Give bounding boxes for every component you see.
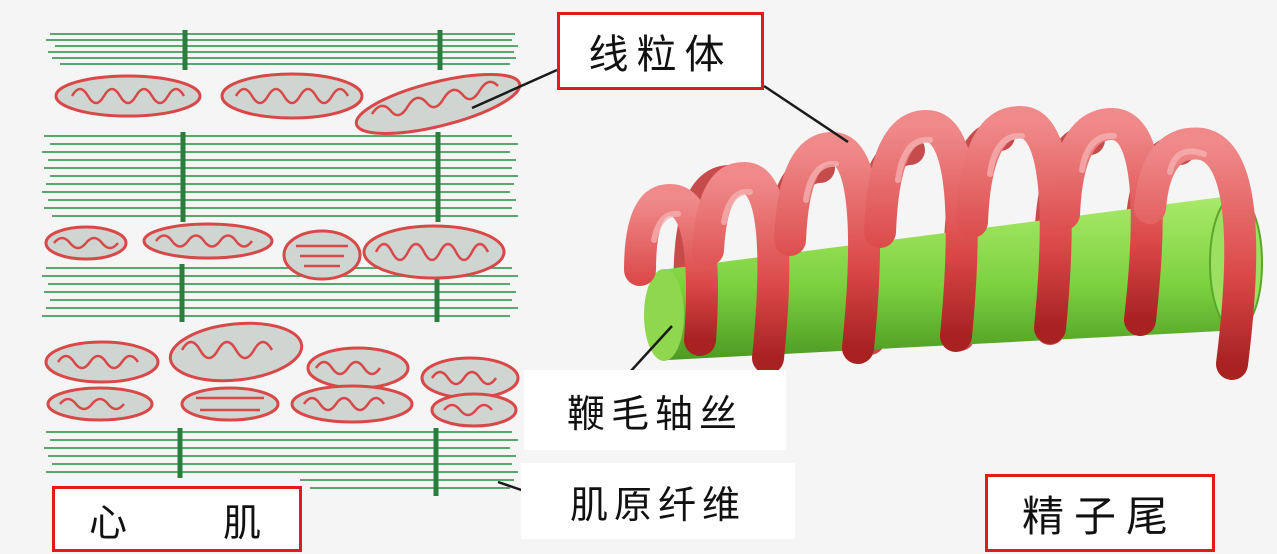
cardiac-muscle-label-char-1: 心 [89, 500, 132, 545]
cristae-row-2 [53, 234, 490, 268]
leader-axoneme [629, 325, 673, 373]
sperm-tail-label: 精子尾 [985, 474, 1215, 552]
cardiac-muscle-label-char-2: 肌 [222, 500, 265, 545]
myofibril-label: 肌原纤维 [521, 463, 795, 539]
sheath-highlights [651, 132, 1207, 243]
myofibril-band-1 [46, 33, 518, 65]
leader-mitochondria-left [471, 68, 558, 110]
mitochondria-label: 线粒体 [557, 12, 764, 90]
cardiac-muscle-illustration [42, 30, 522, 496]
myofibril-band-2 [42, 135, 518, 217]
cardiac-muscle-label: 心 肌 [52, 486, 302, 552]
axoneme-label-text: 鞭毛轴丝 [566, 391, 743, 436]
sperm-tail-label-text: 精子尾 [1021, 491, 1178, 541]
cristae-row-3 [56, 340, 498, 417]
sperm-tail-illustration [624, 105, 1263, 380]
mitochondria-row-2 [44, 222, 506, 281]
mitochondrial-sheath-front [624, 105, 1257, 380]
mitochondria-label-text: 线粒体 [588, 32, 733, 78]
cristae-row-1 [70, 80, 499, 117]
myofibril-label-text: 肌原纤维 [569, 482, 746, 527]
axoneme-label: 鞭毛轴丝 [524, 370, 786, 450]
myofibril-band-4 [44, 431, 518, 489]
leader-mitochondria-right [763, 84, 849, 144]
